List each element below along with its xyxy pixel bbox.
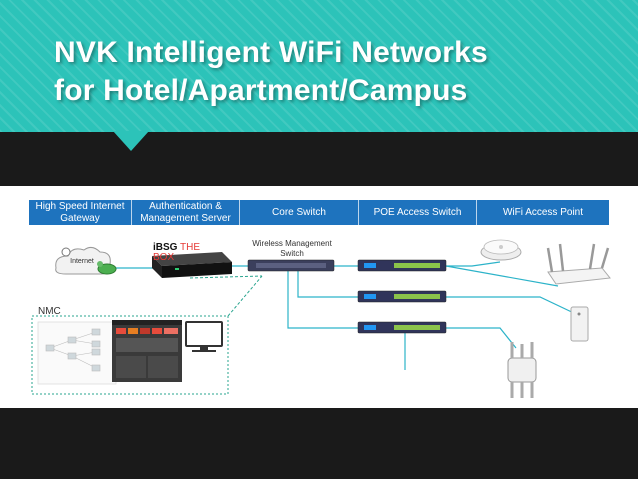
internet-label: Internet (70, 258, 94, 265)
internet-cloud-icon (55, 246, 111, 275)
link-core-poe3 (287, 270, 358, 329)
link-poe2-ap-wall (446, 296, 579, 316)
server-brand-label: iBSG THE BOX (153, 243, 223, 263)
internet-globe-icon (61, 247, 71, 257)
header-gateway: High Speed Internet Gateway (29, 200, 132, 225)
poe-switch-1-icon (357, 259, 447, 272)
header-wifi-ap: WiFi Access Point (502, 206, 584, 218)
wall-ap-icon (570, 306, 589, 342)
header-auth-server: Authentication & Management Server (132, 200, 240, 225)
nmc-group-box (31, 315, 229, 395)
monitor-icon (185, 321, 223, 352)
wireless-switch-label: Wireless Management Switch (252, 239, 332, 258)
nmc-topology-icon (37, 321, 117, 385)
link-poe1-router (445, 265, 559, 287)
server-brand-a: iBSG (153, 242, 178, 253)
nmc-label: NMC (38, 306, 61, 317)
wifi-router-icon (546, 243, 611, 285)
auth-server-icon (152, 252, 232, 278)
banner-notch (113, 131, 149, 151)
poe-switch-2-icon (357, 290, 447, 303)
outdoor-ap-icon (507, 342, 537, 398)
poe-switch-3-icon (357, 321, 447, 334)
dashed-links (189, 275, 263, 317)
slide-title-line-1: NVK Intelligent WiFi Networks (54, 36, 488, 69)
nmc-dashboard-icon (112, 320, 182, 382)
header-core-switch: Core Switch (240, 200, 359, 225)
link-poe3-ap-outdoor (446, 327, 517, 349)
header-poe-switch: POE Access Switch (359, 200, 477, 225)
dashed-link-server-core (189, 275, 263, 279)
server-brand-b: THE BOX (153, 242, 201, 263)
slide-title: NVK Intelligent WiFi Networks for Hotel/… (54, 34, 488, 110)
column-header-bar: High Speed Internet Gateway Authenticati… (29, 200, 609, 225)
slide-title-line-2: for Hotel/Apartment/Campus (54, 74, 468, 107)
ceiling-ap-icon (480, 239, 522, 261)
link-core-poe2 (297, 270, 358, 298)
gateway-device-icon (97, 261, 117, 275)
dashed-link-nmc-core (227, 275, 263, 317)
title-banner (0, 0, 638, 132)
link-poe1-ap-ceiling (446, 261, 501, 267)
core-switch-icon (247, 259, 335, 272)
